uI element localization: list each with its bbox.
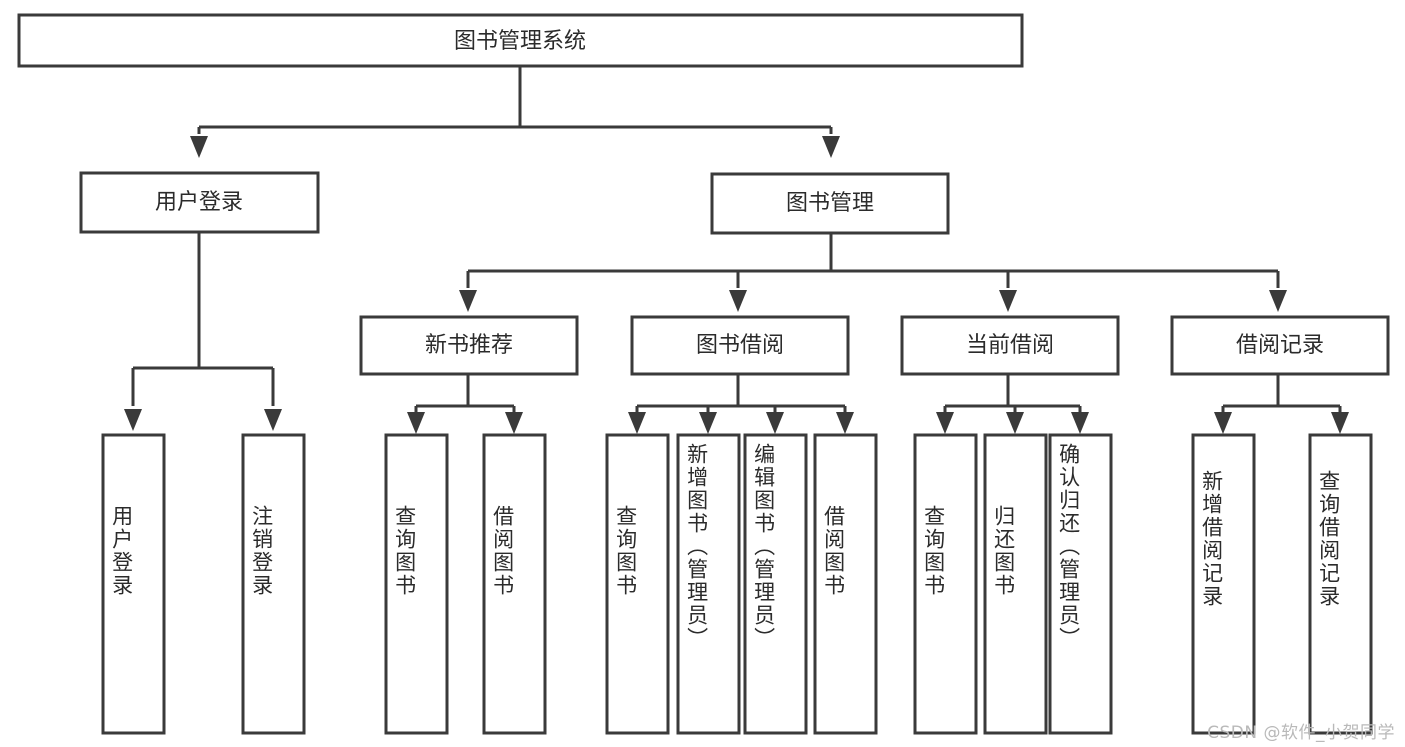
node-leaf-1-box[interactable]	[101, 433, 166, 735]
arrow-to-current-borrow-icon	[999, 290, 1017, 312]
node-leaf-2-box[interactable]	[241, 433, 306, 735]
arrow-leaf-12-icon	[1214, 412, 1232, 434]
node-leaf-9-box[interactable]	[913, 433, 978, 735]
node-borrow-record-box[interactable]	[1170, 315, 1390, 376]
arrow-leaf-9-icon	[936, 412, 954, 434]
arrow-to-borrow-record-icon	[1269, 290, 1287, 312]
node-leaf-10-box[interactable]	[983, 433, 1048, 735]
arrow-leaf-3-icon	[407, 412, 425, 434]
arrow-leaf-10-icon	[1006, 412, 1024, 434]
node-borrow-record-label: 借阅记录	[1236, 333, 1324, 358]
node-leaf-11-box[interactable]	[1048, 433, 1113, 735]
arrow-leaf-13-icon	[1331, 412, 1349, 434]
node-leaf-5-box[interactable]	[605, 433, 670, 735]
node-user-login-label: 用户登录	[155, 190, 243, 215]
node-leaf-7-box[interactable]	[743, 433, 808, 735]
arrow-leaf-6-icon	[699, 412, 717, 434]
node-user-login-box[interactable]	[79, 171, 320, 234]
arrow-leaf-4-icon	[505, 412, 523, 434]
node-leaf-4-box[interactable]	[482, 433, 547, 735]
csdn-watermark: CSDN @软件_小贺同学	[1207, 723, 1395, 743]
arrow-leaf-11-icon	[1071, 412, 1089, 434]
node-current-borrow-label: 当前借阅	[966, 333, 1054, 358]
node-leaf-6-box[interactable]	[676, 433, 741, 735]
arrow-to-new-book-rec-icon	[459, 290, 477, 312]
node-root-label: 图书管理系统	[454, 29, 586, 54]
arrow-root-to-book-manage-icon	[822, 136, 840, 158]
node-current-borrow-box[interactable]	[900, 315, 1120, 376]
node-book-manage-box[interactable]	[710, 172, 950, 235]
arrow-leaf-2-icon	[264, 409, 282, 431]
node-new-book-rec-box[interactable]	[359, 315, 579, 376]
arrow-to-book-borrow-icon	[729, 290, 747, 312]
node-leaf-12-box[interactable]	[1191, 433, 1256, 735]
node-leaf-3-box[interactable]	[384, 433, 449, 735]
arrow-leaf-8-icon	[836, 412, 854, 434]
node-leaf-13-box[interactable]	[1308, 433, 1373, 735]
arrow-leaf-7-icon	[766, 412, 784, 434]
node-new-book-rec-label: 新书推荐	[425, 333, 513, 358]
node-book-borrow-box[interactable]	[630, 315, 850, 376]
arrow-leaf-5-icon	[628, 412, 646, 434]
node-root-box[interactable]	[17, 13, 1024, 68]
node-book-manage-label: 图书管理	[786, 191, 874, 216]
node-book-borrow-label: 图书借阅	[696, 333, 784, 358]
arrow-root-to-user-login-icon	[190, 136, 208, 158]
node-leaf-8-box[interactable]	[813, 433, 878, 735]
arrow-leaf-1-icon	[124, 409, 142, 431]
